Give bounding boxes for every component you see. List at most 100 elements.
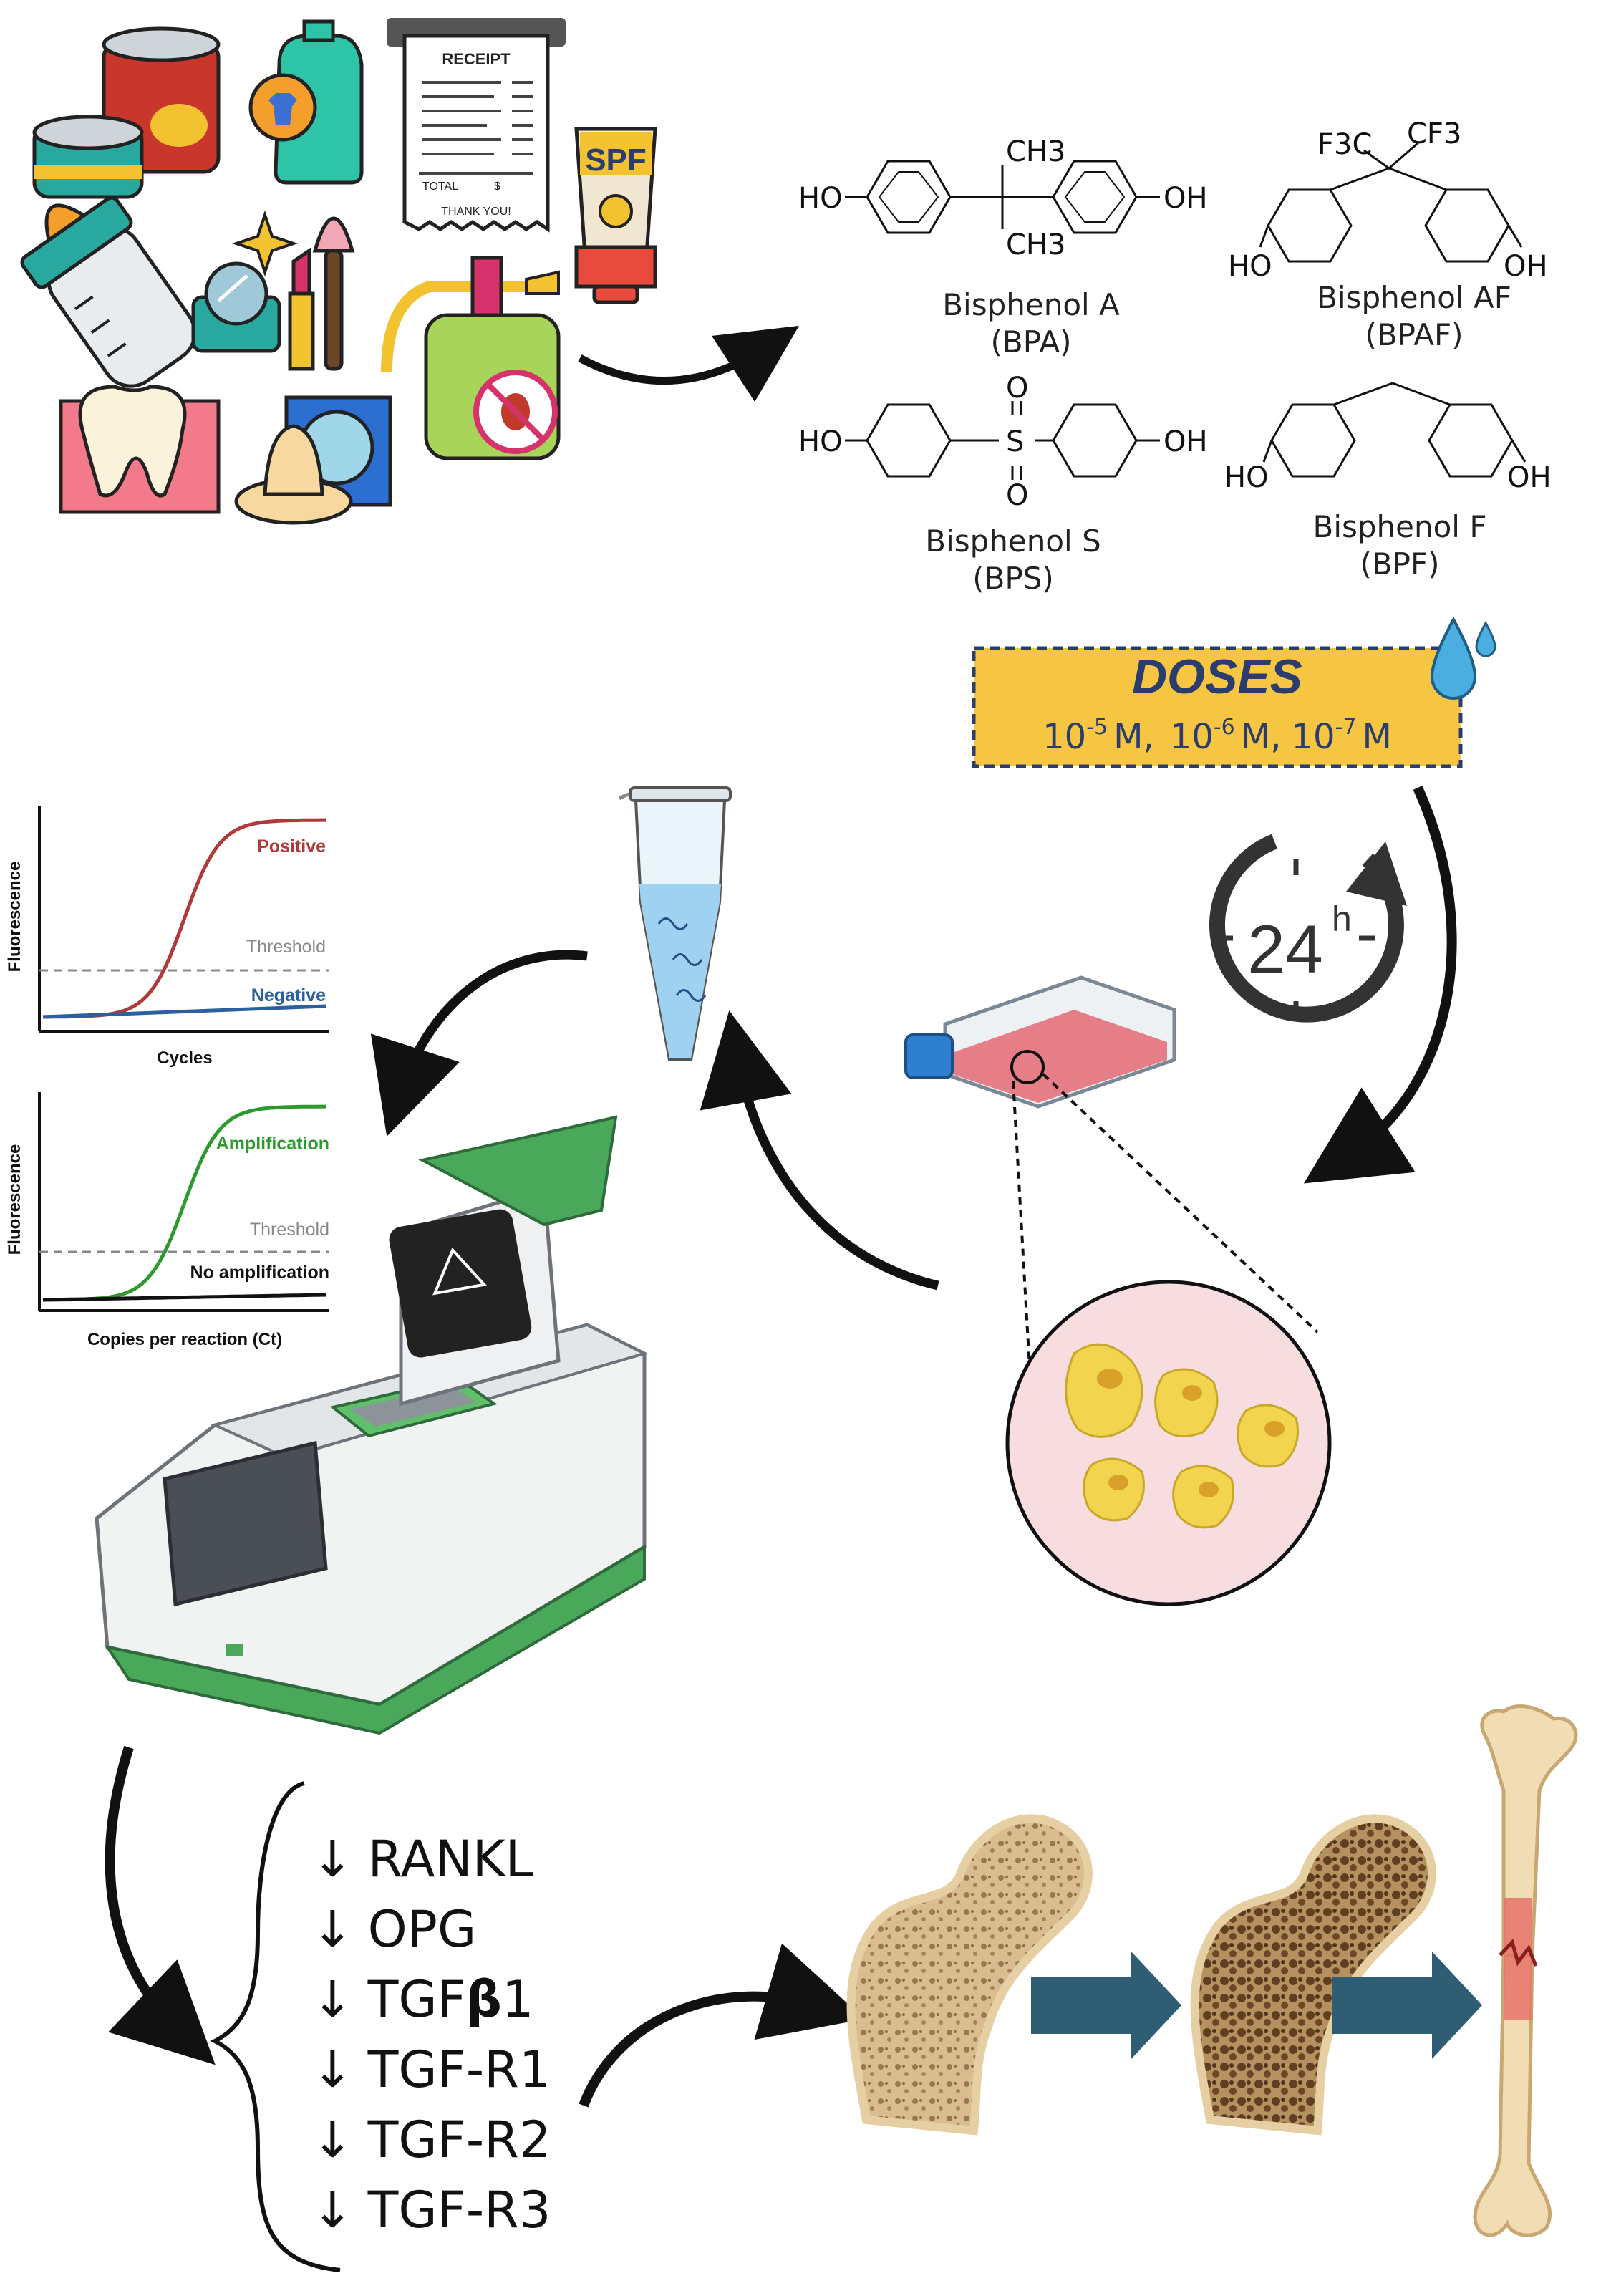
bpf-structure bbox=[1262, 382, 1527, 478]
gene-tgfb1-greek: β bbox=[466, 1970, 502, 2029]
cell bbox=[1154, 1368, 1219, 1438]
bps-ho: HO bbox=[798, 425, 843, 458]
osteoblast-cells-zoom bbox=[1005, 1280, 1332, 1606]
timer-value: 24 bbox=[1247, 912, 1323, 988]
bpaf-abbr: (BPAF) bbox=[1365, 317, 1463, 352]
bpf-name: Bisphenol F bbox=[1313, 509, 1487, 544]
lipstick-icon bbox=[288, 247, 315, 371]
downregulated-gene-list: ↓RANKL ↓OPG ↓TGFβ1 ↓TGF-R1 ↓TGF-R2 ↓TGF-… bbox=[311, 1830, 551, 2239]
dose-1-base: 10 bbox=[1042, 717, 1086, 757]
gene-tgfb1-name: TGF bbox=[367, 1970, 466, 2029]
bisphenol-structures bbox=[845, 142, 1527, 480]
progression-arrow-2 bbox=[1332, 1952, 1482, 2059]
zoom-lines bbox=[1012, 1073, 1319, 1394]
doses-title: DOSES bbox=[1132, 650, 1302, 704]
chart1-x-label: Cycles bbox=[157, 1048, 212, 1068]
arrow-products-to-bisphenols bbox=[578, 325, 800, 402]
bpaf-structure bbox=[1259, 142, 1523, 263]
arrow-doses-to-culture bbox=[1303, 786, 1457, 1184]
gene-tgfr2: ↓TGF-R2 bbox=[311, 2111, 551, 2169]
cell bbox=[1083, 1457, 1145, 1522]
chart1-series-negative bbox=[42, 1004, 326, 1019]
bpf-ho: HO bbox=[1224, 461, 1269, 494]
timer-unit: h bbox=[1332, 899, 1352, 939]
bpa-ho: HO bbox=[798, 182, 843, 215]
arrow-qpcr-to-genes bbox=[105, 1745, 216, 2065]
qpcr-chart-positive-negative: Positive Threshold Negative Cycles Fluor… bbox=[5, 806, 329, 1068]
bpaf-name: Bisphenol AF bbox=[1317, 280, 1511, 315]
condom-package-icon bbox=[234, 395, 392, 525]
bpa-ch3-top: CH3 bbox=[1006, 135, 1065, 168]
dose-3-unit: M bbox=[1362, 717, 1391, 757]
gene-opg-arrow: ↓ bbox=[311, 1900, 354, 1959]
gene-list-brace bbox=[210, 1781, 341, 2272]
gene-rankl-name: RANKL bbox=[368, 1830, 533, 1889]
arrow-rna-to-qpcr bbox=[370, 950, 588, 1137]
gene-tgfb1-suffix: 1 bbox=[502, 1970, 534, 2029]
bpa-structure bbox=[845, 160, 1160, 234]
gene-tgfr3-name: TGF-R3 bbox=[367, 2181, 551, 2239]
bpaf-f3c: F3C bbox=[1317, 128, 1372, 161]
dose-1-exp: -5 bbox=[1086, 715, 1108, 740]
receipt-total: TOTAL bbox=[422, 180, 458, 193]
consumer-products-illustration: RECEIPT TOTAL $ THANK YOU! SPF bbox=[20, 18, 657, 525]
bpaf-oh: OH bbox=[1504, 250, 1548, 283]
bps-s: S bbox=[1006, 425, 1024, 458]
osteoporotic-femur-head-icon bbox=[1190, 1814, 1436, 2136]
gene-tgfr3: ↓TGF-R3 bbox=[311, 2181, 551, 2239]
tuna-can-icon bbox=[32, 115, 144, 199]
cell bbox=[1065, 1343, 1143, 1438]
cell bbox=[1237, 1404, 1299, 1468]
timer-24h-icon: 24 h bbox=[1209, 834, 1407, 1023]
bpf-oh: OH bbox=[1507, 461, 1552, 494]
gene-tgfb1-arrow: ↓ bbox=[311, 1970, 354, 2029]
dose-2-base: 10 bbox=[1170, 717, 1214, 757]
detergent-bottle-icon bbox=[248, 19, 364, 185]
gene-rankl: ↓RANKL bbox=[311, 1830, 533, 1889]
chart1-positive-label: Positive bbox=[257, 836, 326, 857]
receipt-thanks: THANK YOU! bbox=[441, 206, 511, 218]
qpcr-chart-amplification: Amplification Threshold No amplification… bbox=[5, 1092, 329, 1349]
bpa-name: Bisphenol A bbox=[942, 287, 1120, 322]
chart2-y-label: Fluorescence bbox=[5, 1144, 24, 1255]
chart2-amplification-label: Amplification bbox=[216, 1134, 329, 1154]
dose-3-base: 10 bbox=[1291, 717, 1335, 757]
chart2-x-label: Copies per reaction (Ct) bbox=[87, 1330, 282, 1349]
bps-abbr: (BPS) bbox=[972, 561, 1054, 596]
gene-tgfr3-arrow: ↓ bbox=[311, 2181, 354, 2239]
arrow-culture-to-rna-tube bbox=[700, 1010, 939, 1291]
bpa-oh: OH bbox=[1164, 182, 1208, 215]
tooth-icon bbox=[59, 385, 221, 514]
microcentrifuge-tube-icon bbox=[618, 786, 732, 1061]
chart1-threshold-label: Threshold bbox=[246, 937, 326, 957]
sparkle-icon bbox=[231, 210, 299, 277]
chemical-labels: HO OH CH3 CH3 Bisphenol A (BPA) HO OH F3… bbox=[798, 117, 1552, 596]
gene-tgfb1: ↓TGFβ1 bbox=[311, 1970, 534, 2029]
cell-culture-flask-icon bbox=[904, 975, 1176, 1109]
compact-mirror-icon bbox=[191, 261, 281, 353]
gene-opg: ↓OPG bbox=[311, 1900, 476, 1959]
chart2-series-no-amplification bbox=[42, 1293, 326, 1302]
gene-tgfr1-name: TGF-R1 bbox=[367, 2040, 551, 2099]
qpcr-thermocycler-icon bbox=[95, 1115, 649, 1735]
progression-arrow-1 bbox=[1031, 1952, 1181, 2059]
chart2-no-amplification-label: No amplification bbox=[190, 1263, 329, 1283]
dose-2-exp: -6 bbox=[1214, 715, 1235, 740]
cell bbox=[1172, 1465, 1234, 1529]
chart1-negative-label: Negative bbox=[251, 985, 326, 1005]
sunscreen-tube-icon: SPF bbox=[574, 127, 657, 304]
gene-rankl-arrow: ↓ bbox=[311, 1830, 354, 1889]
gene-opg-name: OPG bbox=[368, 1900, 477, 1959]
receipt-currency: $ bbox=[494, 180, 500, 193]
gene-tgfr2-arrow: ↓ bbox=[311, 2111, 354, 2169]
dose-1-unit: M, bbox=[1113, 717, 1154, 757]
dose-3-exp: -7 bbox=[1335, 715, 1357, 740]
baby-bottle-icon bbox=[20, 196, 197, 388]
bps-o-bottom: O bbox=[1006, 479, 1028, 512]
bps-name: Bisphenol S bbox=[925, 524, 1100, 559]
bps-oh: OH bbox=[1164, 425, 1208, 458]
healthy-femur-head-icon bbox=[846, 1814, 1093, 2136]
pesticide-sprayer-icon bbox=[381, 256, 561, 460]
